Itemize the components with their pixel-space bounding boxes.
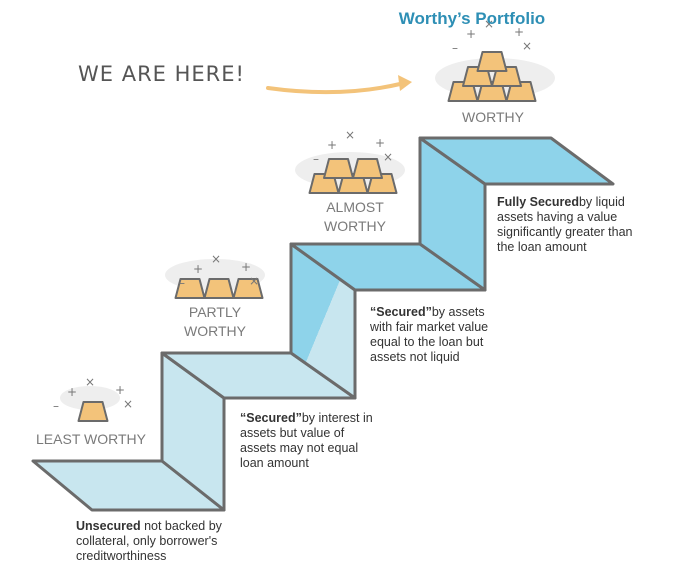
description-secured: “Secured”by assets with fair market valu… — [370, 305, 510, 365]
sparkle-icon: × — [85, 375, 95, 389]
sparkle-icon: + — [375, 136, 385, 150]
sparkle-icon: + — [67, 385, 77, 399]
description-bold: Fully Secured — [497, 195, 579, 209]
staircase — [31, 136, 615, 512]
level-label-partly-worthy: PARTLY WORTHY — [160, 303, 270, 341]
gold-bar-icon — [77, 401, 109, 422]
gold-bar-icon — [352, 158, 383, 179]
we-are-here-arrow — [266, 75, 412, 95]
sparkle-icon: + — [327, 138, 337, 152]
we-are-here-label: WE ARE HERE! — [78, 62, 245, 86]
description-text: by interest in assets but value of asset… — [240, 411, 373, 470]
sparkle-icon: × — [249, 274, 259, 288]
sparkle-icon: × — [345, 128, 355, 142]
sparkle-icon: – — [313, 152, 319, 166]
description-unsecured: Unsecured not backed by collateral, only… — [76, 519, 261, 564]
gold-bar-icon — [232, 278, 264, 299]
sparkle-icon: – — [53, 399, 59, 413]
level-label-line: PARTLY — [188, 304, 242, 320]
level-label-line: LEAST WORTHY — [36, 431, 146, 447]
description-fully-secured: Fully Securedby liquid assets having a v… — [497, 195, 647, 255]
level-label-line: WORTHY — [324, 218, 386, 234]
description-partly-secured: “Secured”by interest in assets but value… — [240, 411, 380, 471]
sparkle-icon: + — [466, 27, 476, 41]
level-label-worthy: WORTHY — [438, 108, 548, 127]
sparkle-icon: × — [123, 397, 133, 411]
description-text: not backed by collateral, only borrower'… — [76, 519, 222, 563]
description-text: by assets with fair market value equal t… — [370, 305, 489, 364]
level-label-line: WORTHY — [462, 109, 524, 125]
level-label-almost-worthy: ALMOST WORTHY — [300, 198, 410, 236]
sparkle-icon: + — [115, 383, 125, 397]
sparkle-icon: – — [452, 41, 458, 55]
description-text: by liquid assets having a value signific… — [497, 195, 633, 254]
level-label-line: ALMOST — [326, 199, 384, 215]
portfolio-title: Worthy’s Portfolio — [398, 9, 546, 28]
sparkle-icon: × — [522, 39, 532, 53]
sparkle-icon: × — [383, 150, 393, 164]
sparkle-icon: + — [193, 262, 203, 276]
step-4-tread — [418, 136, 615, 186]
sparkle-icon: + — [241, 260, 251, 274]
gold-bar-icon — [203, 278, 235, 299]
sparkle-icon: × — [211, 252, 221, 266]
sparkle-icon: – — [179, 276, 185, 290]
gold-bar-icon — [476, 51, 508, 72]
description-bold: “Secured” — [240, 411, 302, 425]
description-bold: “Secured” — [370, 305, 432, 319]
level-label-least-worthy: LEAST WORTHY — [26, 430, 156, 449]
gold-layer: ++–××++–××++–××++–×× — [53, 17, 537, 422]
sparkle-icon: + — [514, 25, 524, 39]
sparkle-icon: × — [484, 17, 494, 31]
level-label-line: WORTHY — [184, 323, 246, 339]
description-bold: Unsecured — [76, 519, 141, 533]
gold-bar-icon — [323, 158, 354, 179]
